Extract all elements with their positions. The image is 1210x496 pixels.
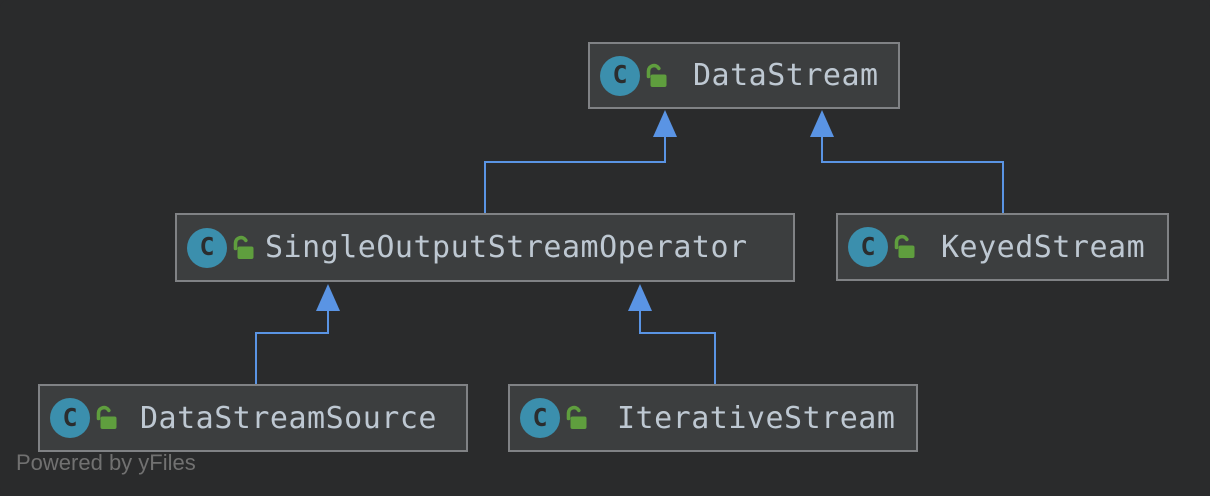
inheritance-edge-datastreamsource-singleoutputstreamoperator [255,284,340,384]
unlocked-icon [96,405,117,429]
inheritance-arrowhead [810,110,834,137]
class-node-datastream[interactable]: C DataStream [588,42,900,109]
inheritance-arrowhead [653,110,677,137]
class-name-label: KeyedStream [941,229,1146,265]
unlocked-icon [233,235,254,259]
class-icon: C [187,227,227,268]
class-icon: C [600,55,640,96]
class-node-singleoutputstreamoperator[interactable]: C SingleOutputStreamOperator [175,213,795,282]
inheritance-edge-keyedstream-datastream [810,110,1004,213]
class-icon: C [50,398,90,438]
unlocked-icon [566,405,587,429]
class-icon: C [520,398,560,438]
class-icon: C [848,227,888,267]
class-node-keyedstream[interactable]: C KeyedStream [836,213,1169,281]
unlocked-icon [646,63,667,87]
class-node-iterativestream[interactable]: C IterativeStream [508,384,918,452]
inheritance-arrowhead [628,284,652,311]
yfiles-watermark: Powered by yFiles [16,450,196,475]
class-name-label: SingleOutputStreamOperator [265,230,748,265]
class-name-label: DataStream [693,58,879,93]
inheritance-edge-singleoutputstreamoperator-datastream [484,110,677,213]
class-name-label: DataStreamSource [140,400,437,436]
inheritance-arrowhead [316,284,340,311]
class-name-label: IterativeStream [617,400,896,436]
inheritance-edge-iterativestream-singleoutputstreamoperator [628,284,716,384]
unlocked-icon [894,234,915,258]
class-node-datastreamsource[interactable]: C DataStreamSource [38,384,468,452]
